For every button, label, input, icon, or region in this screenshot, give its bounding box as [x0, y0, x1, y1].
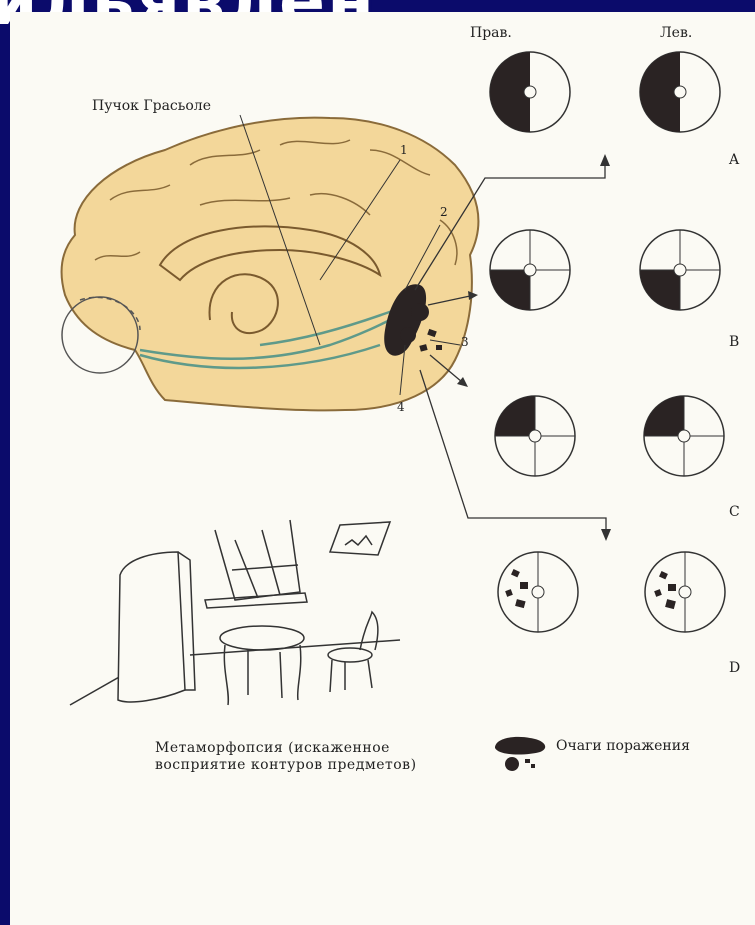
- arrowhead-B: [468, 291, 478, 300]
- lesion-upper: [411, 303, 429, 321]
- field-B-left: [640, 230, 720, 310]
- lesion-middle: [400, 327, 416, 343]
- row-label-A: A: [729, 152, 739, 168]
- lesion-fragment-3: [436, 345, 442, 350]
- room-sketch: [70, 520, 400, 705]
- field-A-right: [490, 52, 570, 132]
- caption-line-1: Метаморфопсия (искаженное: [155, 740, 417, 757]
- diagram-sheet: [10, 12, 755, 925]
- field-A-left: [640, 52, 720, 132]
- caption-line-2: восприятие контуров предметов): [155, 757, 417, 774]
- field-C-right: [495, 396, 575, 476]
- column-left-label: Лев.: [660, 25, 692, 41]
- field-D-left: [645, 552, 725, 632]
- field-C-left: [644, 396, 724, 476]
- field-B-right: [490, 230, 570, 310]
- arrowhead-A: [600, 154, 610, 166]
- arrowhead-D: [601, 529, 611, 541]
- legend-label: Очаги поражения: [556, 738, 690, 754]
- marker-3: 3: [461, 335, 469, 349]
- row-label-D: D: [729, 660, 740, 676]
- marker-1: 1: [400, 143, 408, 157]
- row-label-C: C: [729, 504, 740, 520]
- column-right-label: Прав.: [470, 25, 512, 41]
- diagram-canvas: [10, 12, 755, 925]
- metamorphopsia-caption: Метаморфопсия (искаженное восприятие кон…: [155, 740, 417, 774]
- fascicle-label: Пучок Грасьоле: [92, 98, 211, 114]
- legend-icon: [495, 737, 545, 771]
- row-label-B: B: [729, 334, 739, 350]
- marker-2: 2: [440, 205, 448, 219]
- marker-4: 4: [397, 400, 405, 414]
- field-D-right: [498, 552, 578, 632]
